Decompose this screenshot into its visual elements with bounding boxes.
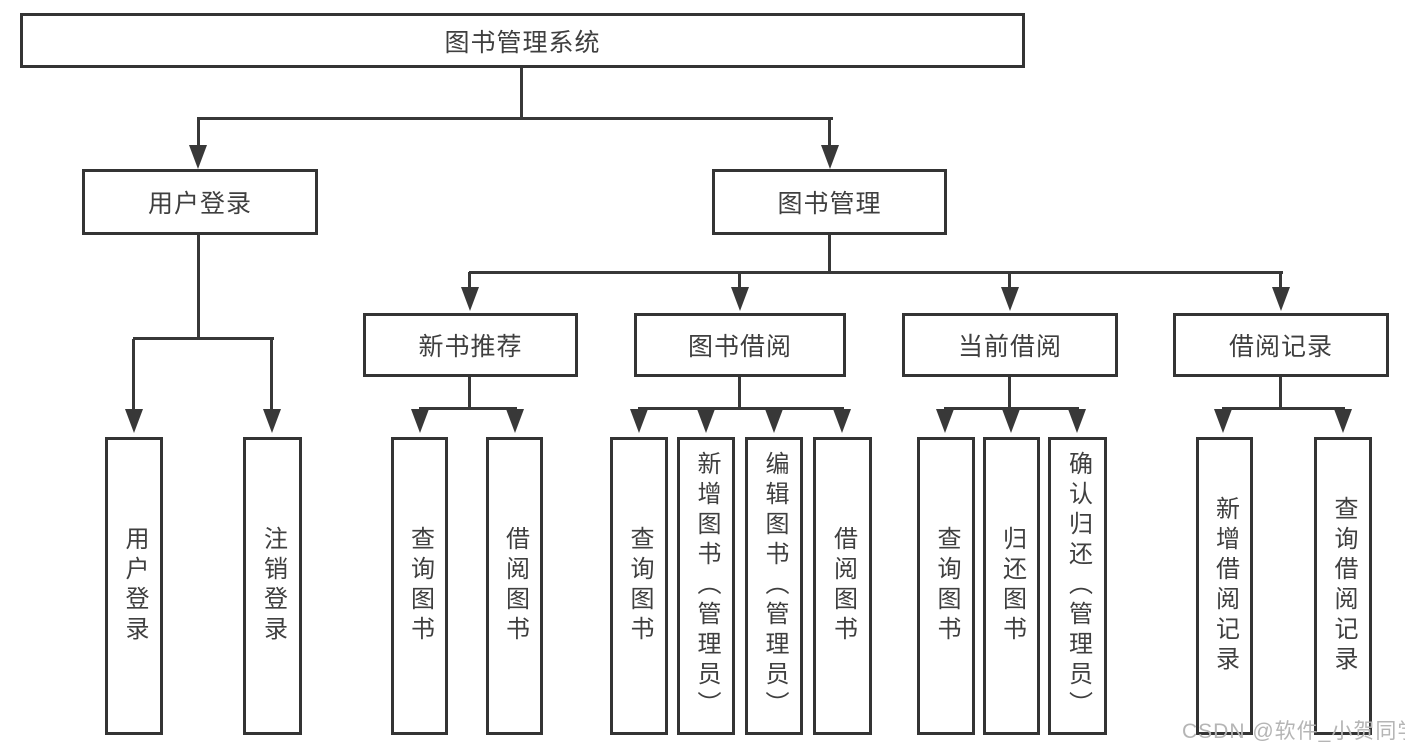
connector-drop-new-book-rec [468, 272, 471, 290]
arrow-down-icon [1002, 409, 1020, 433]
arrow-down-icon [731, 287, 749, 311]
leaf-br-query-record: 查询借阅记录 [1314, 437, 1372, 735]
node-book-management-label: 图书管理 [777, 190, 882, 218]
leaf-bb-borrow-books: 借阅图书 [813, 437, 872, 735]
connector-new-book-rec-branch [419, 407, 517, 410]
arrow-down-icon [630, 409, 648, 433]
node-new-book-recommend-label: 新书推荐 [418, 333, 523, 361]
connector-book-borrow-branch [638, 407, 844, 410]
arrow-down-icon [821, 145, 839, 169]
arrow-down-icon [506, 409, 524, 433]
node-book-borrowing: 图书借阅 [634, 313, 846, 377]
connector-drop-user-login [197, 117, 200, 149]
leaf-br-add-record-label: 新增借阅记录 [1211, 496, 1239, 676]
connector-new-book-rec-stem [468, 377, 471, 409]
leaf-rec-query-books-label: 查询图书 [406, 526, 434, 646]
leaf-user-login: 用户登录 [105, 437, 163, 735]
leaf-bb-query-books: 查询图书 [610, 437, 668, 735]
arrow-down-icon [765, 409, 783, 433]
arrow-down-icon [411, 409, 429, 433]
arrow-down-icon [1334, 409, 1352, 433]
connector-root-stem [520, 68, 523, 118]
connector-book-mgmt-branch [469, 271, 1283, 274]
node-borrowing-records: 借阅记录 [1173, 313, 1389, 377]
leaf-br-add-record: 新增借阅记录 [1196, 437, 1253, 735]
leaf-br-query-record-label: 查询借阅记录 [1330, 496, 1357, 676]
connector-user-login-branch [133, 337, 274, 340]
node-borrowing-records-label: 借阅记录 [1228, 333, 1333, 361]
connector-drop-book-mgmt [828, 117, 831, 149]
connector-borrow-records-stem [1279, 377, 1282, 409]
leaf-logout-label: 注销登录 [259, 526, 287, 646]
node-book-management: 图书管理 [712, 169, 947, 235]
node-current-borrowing-label: 当前借阅 [957, 333, 1062, 361]
arrow-down-icon [461, 287, 479, 311]
arrow-down-icon [189, 145, 207, 169]
connector-book-borrow-stem [738, 377, 741, 409]
leaf-bb-query-books-label: 查询图书 [626, 526, 653, 646]
leaf-bb-edit-books: 编辑图书（管理员） [745, 437, 803, 735]
connector-drop-borrow-records [1279, 272, 1282, 290]
leaf-bb-edit-books-label: 编辑图书（管理员） [761, 451, 788, 721]
connector-user-login-stem [197, 235, 200, 339]
leaf-rec-borrow-books: 借阅图书 [486, 437, 543, 735]
connector-root-branch [197, 117, 833, 120]
connector-borrow-records-branch [1222, 407, 1345, 410]
leaf-cb-return-books: 归还图书 [983, 437, 1040, 735]
node-user-login-label: 用户登录 [147, 190, 252, 218]
node-user-login: 用户登录 [82, 169, 318, 235]
leaf-cb-confirm-return: 确认归还（管理员） [1048, 437, 1107, 735]
leaf-logout: 注销登录 [243, 437, 302, 735]
leaf-cb-query-books: 查询图书 [917, 437, 975, 735]
connector-drop-user-login-leaf [132, 339, 135, 413]
connector-drop-logout-leaf [270, 339, 273, 413]
leaf-bb-borrow-books-label: 借阅图书 [829, 526, 857, 646]
leaf-cb-confirm-return-label: 确认归还（管理员） [1064, 451, 1092, 721]
node-book-borrowing-label: 图书借阅 [687, 333, 792, 361]
connector-drop-book-borrow [738, 272, 741, 290]
arrow-down-icon [936, 409, 954, 433]
node-library-system: 图书管理系统 [20, 13, 1025, 68]
leaf-cb-query-books-label: 查询图书 [933, 526, 960, 646]
arrow-down-icon [125, 409, 143, 433]
connector-drop-current-borrow [1008, 272, 1011, 290]
node-new-book-recommend: 新书推荐 [363, 313, 578, 377]
arrow-down-icon [697, 409, 715, 433]
arrow-down-icon [1068, 409, 1086, 433]
leaf-rec-query-books: 查询图书 [391, 437, 448, 735]
arrow-down-icon [1214, 409, 1232, 433]
node-library-system-label: 图书管理系统 [444, 28, 601, 57]
csdn-watermark: CSDN @软件_小贺同学 [1182, 720, 1405, 743]
leaf-bb-add-books: 新增图书（管理员） [677, 437, 735, 735]
arrow-down-icon [833, 409, 851, 433]
leaf-user-login-label: 用户登录 [121, 526, 148, 646]
leaf-cb-return-books-label: 归还图书 [998, 526, 1026, 646]
arrow-down-icon [1001, 287, 1019, 311]
connector-current-borrow-branch [944, 407, 1079, 410]
leaf-bb-add-books-label: 新增图书（管理员） [693, 451, 720, 721]
arrow-down-icon [1272, 287, 1290, 311]
connector-book-mgmt-stem [828, 235, 831, 273]
arrow-down-icon [263, 409, 281, 433]
leaf-rec-borrow-books-label: 借阅图书 [501, 526, 529, 646]
connector-current-borrow-stem [1008, 377, 1011, 409]
node-current-borrowing: 当前借阅 [902, 313, 1118, 377]
